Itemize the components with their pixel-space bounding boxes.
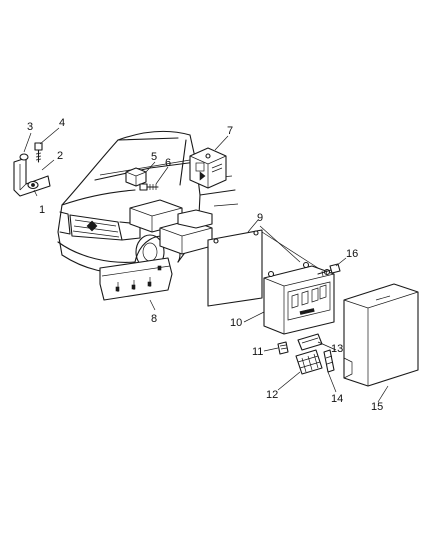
callout-3: 3 — [27, 121, 33, 133]
callout-16: 16 — [346, 248, 358, 260]
callout-7: 7 — [227, 125, 233, 137]
callout-9: 9 — [257, 212, 263, 224]
callout-14: 14 — [331, 393, 343, 405]
callout-13: 13 — [331, 343, 343, 355]
callout-2: 2 — [57, 150, 63, 162]
gasket-plate-9 — [207, 229, 263, 307]
bracket-assembly — [13, 142, 51, 197]
callout-4: 4 — [59, 117, 65, 129]
callout-labels: 1 2 3 4 5 6 7 8 9 10 11 12 13 14 15 16 — [27, 117, 383, 413]
callout-6: 6 — [165, 157, 171, 169]
callout-8: 8 — [151, 313, 157, 325]
connector-11 — [277, 341, 289, 355]
callout-5: 5 — [151, 151, 157, 163]
in-vehicle-modules — [129, 199, 213, 255]
relay-5 — [125, 167, 159, 191]
screw-16 — [317, 263, 341, 277]
callout-15: 15 — [371, 401, 383, 413]
leader-lines — [23, 127, 389, 403]
clip-14 — [323, 349, 335, 373]
callout-12: 12 — [266, 389, 278, 401]
relay-module-7 — [189, 147, 227, 189]
protective-cover-15 — [343, 283, 419, 387]
connector-housing-12 — [295, 349, 323, 375]
control-module-10 — [263, 261, 335, 335]
callout-11: 11 — [252, 346, 263, 358]
callout-10: 10 — [230, 317, 242, 329]
cover-panel-8 — [99, 257, 173, 301]
callout-1: 1 — [39, 204, 45, 216]
